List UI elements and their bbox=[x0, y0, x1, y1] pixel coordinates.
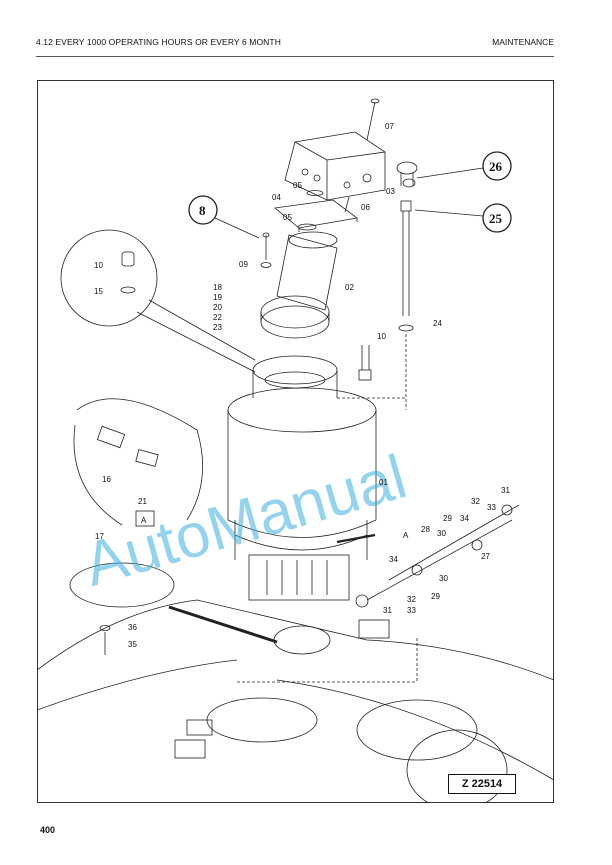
part-label-30b: 30 bbox=[439, 574, 448, 583]
watermark-text: AutoManual bbox=[77, 442, 414, 600]
part-label-10a: 10 bbox=[94, 261, 103, 270]
part-label-33a: 33 bbox=[487, 503, 496, 512]
detail-a-arrow-label: A bbox=[403, 531, 409, 540]
detail-a-box-label: A bbox=[141, 516, 147, 525]
section-title: 4.12 EVERY 1000 OPERATING HOURS OR EVERY… bbox=[36, 37, 281, 47]
header-rule bbox=[36, 56, 554, 57]
part-label-33b: 33 bbox=[407, 606, 416, 615]
part-label-29a: 29 bbox=[443, 514, 452, 523]
part-label-32b: 32 bbox=[407, 595, 416, 604]
part-label-24: 24 bbox=[433, 319, 442, 328]
exploded-parts-drawing: AutoManual 26 25 8 07 03 05 04 06 05 09 … bbox=[37, 98, 554, 803]
part-label-18: 18 bbox=[213, 283, 222, 292]
part-label-22: 22 bbox=[213, 313, 222, 322]
part-label-09: 09 bbox=[239, 260, 248, 269]
part-label-34a: 34 bbox=[460, 514, 469, 523]
part-label-31a: 31 bbox=[501, 486, 510, 495]
part-label-36: 36 bbox=[128, 623, 137, 632]
part-label-35: 35 bbox=[128, 640, 137, 649]
part-label-28: 28 bbox=[421, 525, 430, 534]
part-label-23: 23 bbox=[213, 323, 222, 332]
part-label-05a: 05 bbox=[293, 181, 302, 190]
part-label-10b: 10 bbox=[377, 332, 386, 341]
part-label-21: 21 bbox=[138, 497, 147, 506]
callout-25: 25 bbox=[489, 211, 503, 226]
part-label-32a: 32 bbox=[471, 497, 480, 506]
part-label-19: 19 bbox=[213, 293, 222, 302]
part-label-03: 03 bbox=[386, 187, 395, 196]
chapter-title: MAINTENANCE bbox=[492, 37, 554, 47]
part-label-31b: 31 bbox=[383, 606, 392, 615]
callout-8: 8 bbox=[199, 203, 206, 218]
part-label-30a: 30 bbox=[437, 529, 446, 538]
part-label-29b: 29 bbox=[431, 592, 440, 601]
part-label-07: 07 bbox=[385, 122, 394, 131]
part-label-05b: 05 bbox=[283, 213, 292, 222]
page-number: 400 bbox=[40, 825, 56, 835]
part-label-16: 16 bbox=[102, 475, 111, 484]
part-label-27: 27 bbox=[481, 552, 490, 561]
part-label-15: 15 bbox=[94, 287, 103, 296]
part-label-04: 04 bbox=[272, 193, 281, 202]
part-label-01: 01 bbox=[379, 478, 388, 487]
figure-frame bbox=[37, 80, 554, 803]
part-label-06: 06 bbox=[361, 203, 370, 212]
callout-26: 26 bbox=[489, 159, 503, 174]
part-label-17: 17 bbox=[95, 532, 104, 541]
part-label-34b: 34 bbox=[389, 555, 398, 564]
part-label-02: 02 bbox=[345, 283, 354, 292]
drawing-number: Z 22514 bbox=[448, 774, 516, 794]
part-label-20: 20 bbox=[213, 303, 222, 312]
